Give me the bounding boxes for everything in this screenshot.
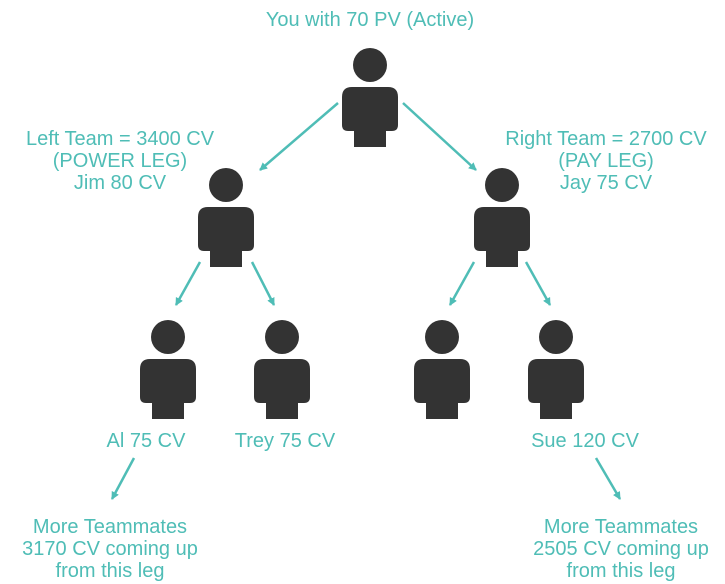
- arrow-root-to-right: [402, 102, 477, 171]
- left-child-label-al: Al 75 CV: [106, 430, 186, 452]
- person-icon: [136, 319, 200, 419]
- person-icon: [338, 47, 402, 147]
- person-icon: [410, 319, 474, 419]
- arrow-root-to-left: [259, 102, 339, 171]
- arrow-right-to-child: [448, 261, 476, 306]
- arrow-left-to-al: [174, 261, 202, 306]
- arrow-sue-to-more: [594, 457, 622, 500]
- arrow-left-to-trey: [250, 261, 276, 306]
- arrow-al-to-more: [110, 457, 136, 500]
- right-child-label-sue: Sue 120 CV: [531, 430, 639, 452]
- right-team-total: Right Team = 2700 CV: [505, 128, 707, 150]
- person-icon: [470, 167, 534, 267]
- root-label: You with 70 PV (Active): [265, 9, 475, 31]
- left-more-line1: More Teammates: [32, 516, 188, 538]
- person-icon: [250, 319, 314, 419]
- right-team-label: Right Team = 2700 CV (PAY LEG) Jay 75 CV: [505, 128, 706, 194]
- arrow-right-to-sue: [524, 261, 552, 306]
- left-more-teammates: More Teammates 3170 CV coming up from th…: [22, 516, 198, 582]
- right-more-line2: 2505 CV coming up: [533, 538, 709, 560]
- person-icon: [194, 167, 258, 267]
- right-more-teammates: More Teammates 2505 CV coming up from th…: [533, 516, 709, 582]
- right-more-line1: More Teammates: [543, 516, 699, 538]
- left-leader-cv: Jim 80 CV: [73, 172, 167, 194]
- left-team-total: Left Team = 3400 CV: [25, 128, 215, 150]
- right-leader-cv: Jay 75 CV: [559, 172, 653, 194]
- right-leg-type: (PAY LEG): [558, 150, 654, 172]
- left-more-line2: 3170 CV coming up: [22, 538, 198, 560]
- person-icon: [524, 319, 588, 419]
- left-leg-type: (POWER LEG): [52, 150, 188, 172]
- right-more-line3: from this leg: [566, 560, 676, 582]
- left-more-line3: from this leg: [55, 560, 165, 582]
- left-team-label: Left Team = 3400 CV (POWER LEG) Jim 80 C…: [26, 128, 214, 194]
- left-child-label-trey: Trey 75 CV: [234, 430, 336, 452]
